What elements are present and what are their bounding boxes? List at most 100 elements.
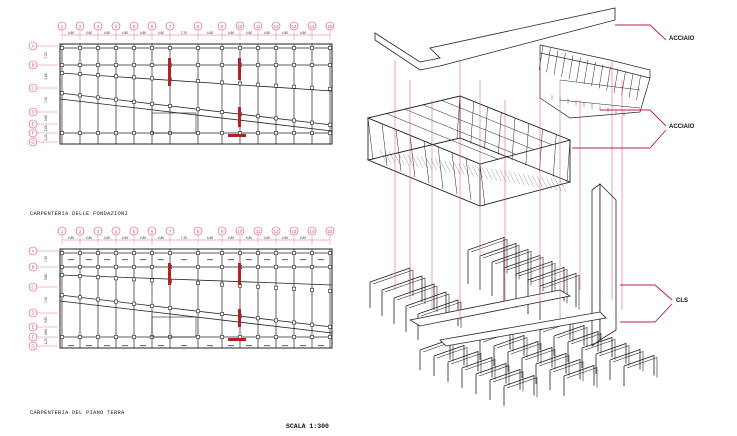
column-axis-label: 15: [328, 24, 333, 29]
concrete-frame-low: [598, 345, 630, 366]
concrete-frame-low: [447, 350, 479, 382]
concrete-frame-low: [556, 327, 588, 348]
column-node: [220, 46, 224, 50]
concrete-frame-left: [408, 293, 450, 320]
plan-outline: [59, 248, 333, 349]
column-node: [196, 46, 200, 50]
column-node: [168, 306, 172, 310]
concrete-frame-low: [475, 362, 507, 394]
dimension-label: 7.20: [181, 31, 188, 35]
column-node: [220, 335, 224, 339]
column-node: [328, 251, 332, 255]
column-node: [256, 265, 260, 269]
truss-mesh: [439, 159, 447, 173]
column-node: [132, 335, 136, 339]
column-axis-label: 3: [97, 229, 100, 234]
column-node: [328, 288, 332, 293]
axonometric-exploded-view: [366, 7, 673, 406]
column-node: [114, 63, 118, 67]
column-node: [328, 335, 332, 339]
column-node: [292, 320, 296, 325]
cell-annotation: [140, 259, 146, 261]
truss-mesh: [490, 168, 497, 181]
dimension-label: 4.80: [122, 236, 129, 240]
row-axis-label: F: [32, 131, 35, 136]
skew-beam: [59, 92, 333, 126]
cell-annotation: [68, 259, 74, 261]
column-axis-label: 11: [256, 24, 261, 29]
column-node: [168, 251, 172, 255]
column-node: [238, 81, 242, 86]
column-node: [114, 251, 118, 255]
foundation-plan-title: CARPENTERIA DELLE FONDAZIONI: [30, 210, 129, 217]
dimension-label: 4.80: [140, 236, 147, 240]
column-node: [78, 335, 82, 339]
truss-mesh: [453, 162, 460, 175]
concrete-frame-tall: [506, 256, 544, 292]
column-node: [196, 265, 200, 269]
cell-annotation: [158, 259, 164, 261]
roof-rafter: [591, 62, 596, 87]
cell-annotation: [122, 259, 128, 261]
concrete-frame-tall: [491, 248, 529, 296]
concrete-frame-left: [381, 275, 423, 316]
side-dimension-label: 3.60: [44, 125, 48, 131]
column-node: [274, 131, 278, 135]
truss-mesh: [541, 176, 548, 189]
cell-annotation: [282, 345, 288, 347]
row-axis-label: F: [32, 335, 35, 340]
truss-diagonal: [566, 139, 571, 183]
column-node: [132, 46, 136, 50]
column-axis-label: 7: [169, 24, 172, 29]
column-axis-label: 4: [115, 24, 118, 29]
truss-diagonal: [553, 134, 557, 177]
side-dimension-label: 3.60: [44, 115, 48, 121]
concrete-frame-low: [478, 365, 510, 386]
truss-cross-beam: [386, 113, 499, 160]
column-node: [256, 82, 260, 87]
concrete-frame-low: [492, 371, 524, 392]
column-node: [256, 335, 260, 339]
row-axis-label: C: [31, 285, 34, 290]
column-node: [150, 101, 154, 106]
truss-mesh: [389, 151, 396, 164]
frame-beam: [559, 79, 641, 91]
cell-annotation: [104, 345, 110, 347]
column-node: [196, 79, 200, 84]
column-node: [150, 278, 154, 283]
column-node: [96, 46, 100, 50]
column-axis-label: 13: [292, 24, 297, 29]
concrete-frame-low: [507, 340, 539, 372]
column-node: [310, 287, 314, 292]
truss-mesh: [550, 178, 557, 191]
truss-mesh: [421, 156, 428, 169]
dimension-label: 7.20: [181, 236, 188, 240]
concrete-frame-low: [609, 348, 641, 380]
concrete-frame-left: [384, 277, 426, 304]
concrete-frame-tall: [470, 238, 508, 274]
concrete-frame-low: [436, 347, 468, 368]
column-node: [96, 265, 100, 269]
column-node: [292, 131, 296, 135]
column-node: [96, 73, 100, 78]
column-node: [60, 293, 64, 298]
concrete-frame-low: [503, 374, 535, 406]
truss-mesh: [486, 167, 493, 180]
column-node: [168, 104, 172, 108]
dimension-label: 4.80: [68, 236, 75, 240]
column-node: [274, 285, 278, 290]
concrete-beam-band: [408, 289, 572, 327]
truss-diagonal: [395, 129, 402, 172]
column-node: [274, 116, 278, 121]
column-axis-label: 5: [133, 229, 136, 234]
column-node: [274, 46, 278, 50]
steel-truss: [366, 95, 572, 207]
column-axis-label: 5: [133, 24, 136, 29]
concrete-wall: [168, 58, 171, 86]
column-node: [96, 251, 100, 255]
concrete-frame-low: [521, 346, 553, 378]
column-node: [220, 63, 224, 67]
row-axis-label: D: [31, 311, 34, 316]
dimension-label: 4.80: [246, 31, 253, 35]
